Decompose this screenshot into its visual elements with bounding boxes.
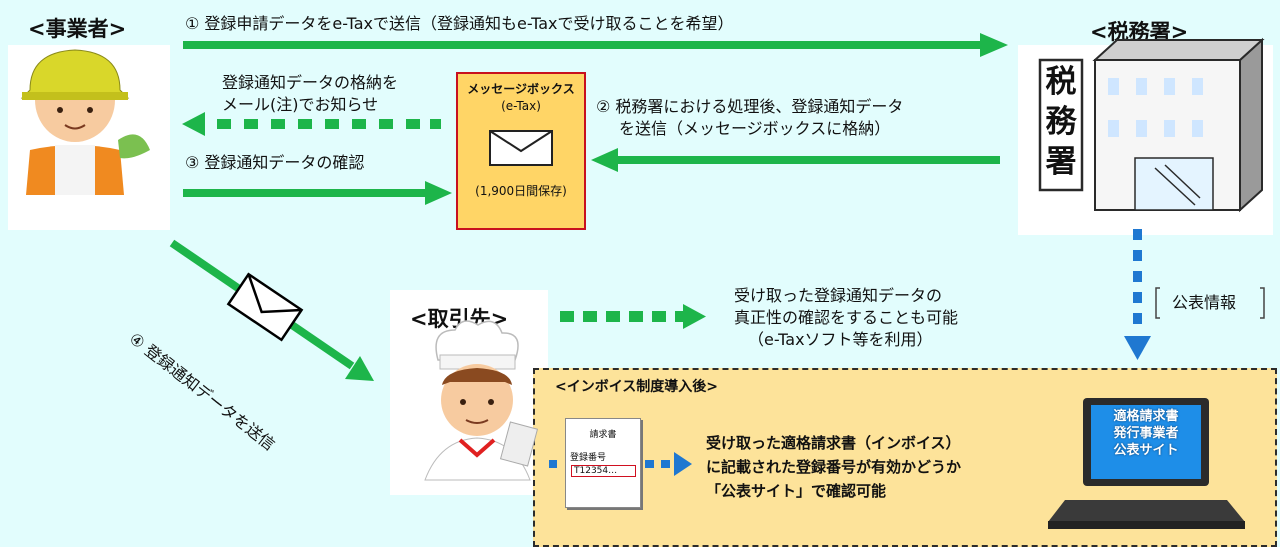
step3-arrow <box>183 181 452 205</box>
invoice-text-line3: 「公表サイト」で確認可能 <box>706 482 887 500</box>
invoice-doc-title: 請求書 <box>589 430 617 440</box>
envelope-icon <box>226 272 304 342</box>
message-box-retention: (1,900日間保存) <box>475 184 567 198</box>
business-person-icon <box>20 49 150 195</box>
invoice-text-line2: に記載された登録番号が有効かどうか <box>706 458 962 476</box>
chef-person-icon <box>424 320 539 481</box>
step1-arrow <box>183 33 1008 57</box>
step3-label: ③ 登録通知データの確認 <box>185 153 365 172</box>
verify-arrow <box>560 304 706 329</box>
mail-notice-arrow <box>182 112 441 136</box>
step2-line2: を送信（メッセージボックスに格納） <box>619 119 891 138</box>
step1-label: ① 登録申請データをe-Taxで送信（登録通知もe-Taxで受け取ることを希望） <box>185 14 734 33</box>
invoice-text-line1: 受け取った適格請求書（インボイス） <box>706 434 961 452</box>
public-info-label: 公表情報 <box>1172 293 1237 312</box>
invoice-document: 請求書 登録番号 T12354… <box>565 418 641 508</box>
flow-arrows <box>20 33 1265 529</box>
public-info-bracket <box>1155 287 1265 319</box>
public-info-arrow <box>1124 229 1151 360</box>
message-box-subtitle: (e-Tax) <box>501 99 541 113</box>
mail-notice-line2: メール(注)でお知らせ <box>222 95 379 114</box>
invoice-doc-number: T12354… <box>571 465 636 477</box>
invoice-doc-label: 登録番号 <box>570 453 607 463</box>
tax-office-sign: 税務署 <box>1045 64 1077 180</box>
verify-line1: 受け取った登録通知データの <box>734 286 943 305</box>
message-box-title: メッセージボックス <box>467 82 575 96</box>
business-title: <事業者> <box>28 17 127 41</box>
step2-arrow <box>591 148 1000 172</box>
invoice-section-title: <インボイス制度導入後> <box>555 379 719 395</box>
step2-line1: ② 税務署における処理後、登録通知データ <box>596 97 904 116</box>
verify-line3: （e-Taxソフト等を利用） <box>748 330 933 349</box>
message-box: メッセージボックス (e-Tax) (1,900日間保存) <box>456 72 586 230</box>
publication-site-label: 適格請求書 発行事業者 公表サイト <box>1113 409 1179 458</box>
invoice-check-arrow <box>549 452 692 476</box>
tax-office-building-icon <box>1038 37 1265 213</box>
message-envelope-icon <box>489 130 553 166</box>
verify-line2: 真正性の確認をすることも可能 <box>734 308 959 327</box>
mail-notice-line1: 登録通知データの格納を <box>222 73 399 92</box>
laptop-icon <box>1048 398 1245 529</box>
